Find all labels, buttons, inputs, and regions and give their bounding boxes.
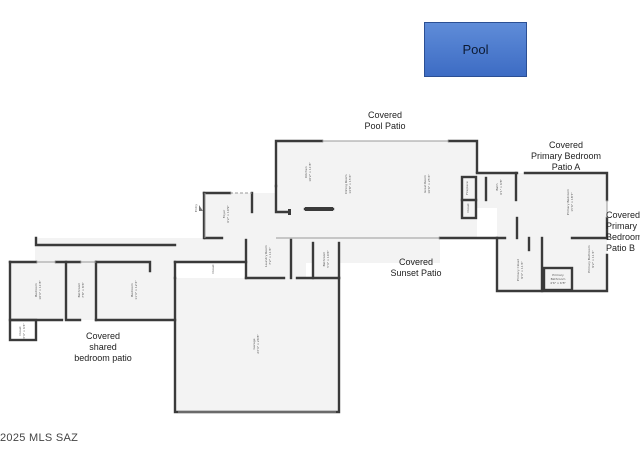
pool: Pool xyxy=(424,22,527,77)
closet-hall-label: Closet xyxy=(211,264,215,274)
floor-fills xyxy=(10,141,607,412)
primary-shower-label: Primary Bathroom 4'6" x 6'8" xyxy=(550,273,566,285)
covered-primary-patio-b-label: Covered Primary Bedroom Patio B xyxy=(606,210,640,253)
closet-main-label: Closet xyxy=(466,203,470,213)
covered-shared-patio-label: Covered shared bedroom patio xyxy=(74,331,132,363)
walls xyxy=(8,139,609,414)
primary-closet-label: Primary Closet 9'4" x 11'6" xyxy=(516,259,524,281)
covered-pool-patio-label: Covered Pool Patio xyxy=(364,110,406,131)
kitchen-counter xyxy=(305,207,333,211)
bathroom-hall-label: Bathroom 5'4" x 10'6" xyxy=(322,250,330,268)
dining-room-label: Dining Room 14'8" x 15'6" xyxy=(344,174,352,194)
primary-bedroom-label: Primary Bedroom 15'6" x 18'7" xyxy=(566,188,574,216)
closet-left-label: Closet 3'4" x 6'4" xyxy=(18,323,26,339)
copyright-text: 2025 MLS SAZ xyxy=(0,432,79,444)
primary-bathroom-label: Primary Bathroom 9'2" x 11'4" xyxy=(587,245,595,273)
covered-primary-patio-a-label: Covered Primary Bedroom Patio A xyxy=(530,140,602,172)
bedroom-mid-label: Bedroom 11'4" x 12'4" xyxy=(130,280,138,300)
windows xyxy=(36,140,608,413)
entry-label: Entry xyxy=(194,204,198,212)
laundry-room-label: Laundry Room 7'2" x 11'6" xyxy=(264,245,272,267)
entry-arrow-icon xyxy=(199,205,203,211)
bedroom-left-label: Bedroom 10'4" x 11'8" xyxy=(34,280,42,300)
kitchen-counter-end xyxy=(288,209,291,215)
garage-label: Garage 23'4" x 26'8" xyxy=(252,334,260,354)
bathroom-left-label: Bathroom 7'8" x 8'6" xyxy=(77,282,85,298)
pool-label: Pool xyxy=(462,42,489,57)
great-room-label: Great Room 16'6" x 25'6" xyxy=(423,174,431,194)
covered-sunset-patio-label: Covered Sunset Patio xyxy=(390,257,442,278)
bath-main-label: Bath 6'1" x 6'8" xyxy=(495,179,503,195)
foyer-label: Foyer 6'2" x 10'9" xyxy=(222,205,230,223)
kitchen-label: Kitchen 10'2" x 11'8" xyxy=(304,162,312,182)
